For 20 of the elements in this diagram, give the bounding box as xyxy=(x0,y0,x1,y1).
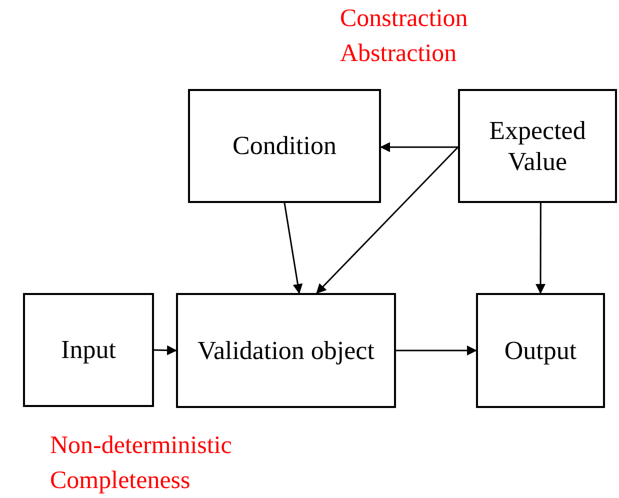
annotation-text: Non-deterministic xyxy=(50,431,232,461)
arrow xyxy=(396,346,477,356)
arrow xyxy=(536,203,546,294)
node-label: Input xyxy=(61,334,116,366)
annotation-text: Completeness xyxy=(50,466,190,496)
node-label: Output xyxy=(504,334,577,366)
arrow xyxy=(284,202,303,294)
process-box xyxy=(476,293,605,408)
process-box xyxy=(176,293,396,408)
annotation-text: Abstraction xyxy=(340,39,457,69)
node-label: Expected Value xyxy=(488,114,587,178)
arrow xyxy=(316,146,459,294)
annotation-text: Constraction xyxy=(340,4,468,34)
process-box xyxy=(23,293,154,407)
node-label: Validation object xyxy=(198,334,374,366)
arrow xyxy=(380,142,458,152)
process-box xyxy=(188,89,381,203)
arrow xyxy=(154,345,177,356)
node-label: Condition xyxy=(232,130,336,162)
process-box xyxy=(458,89,617,203)
